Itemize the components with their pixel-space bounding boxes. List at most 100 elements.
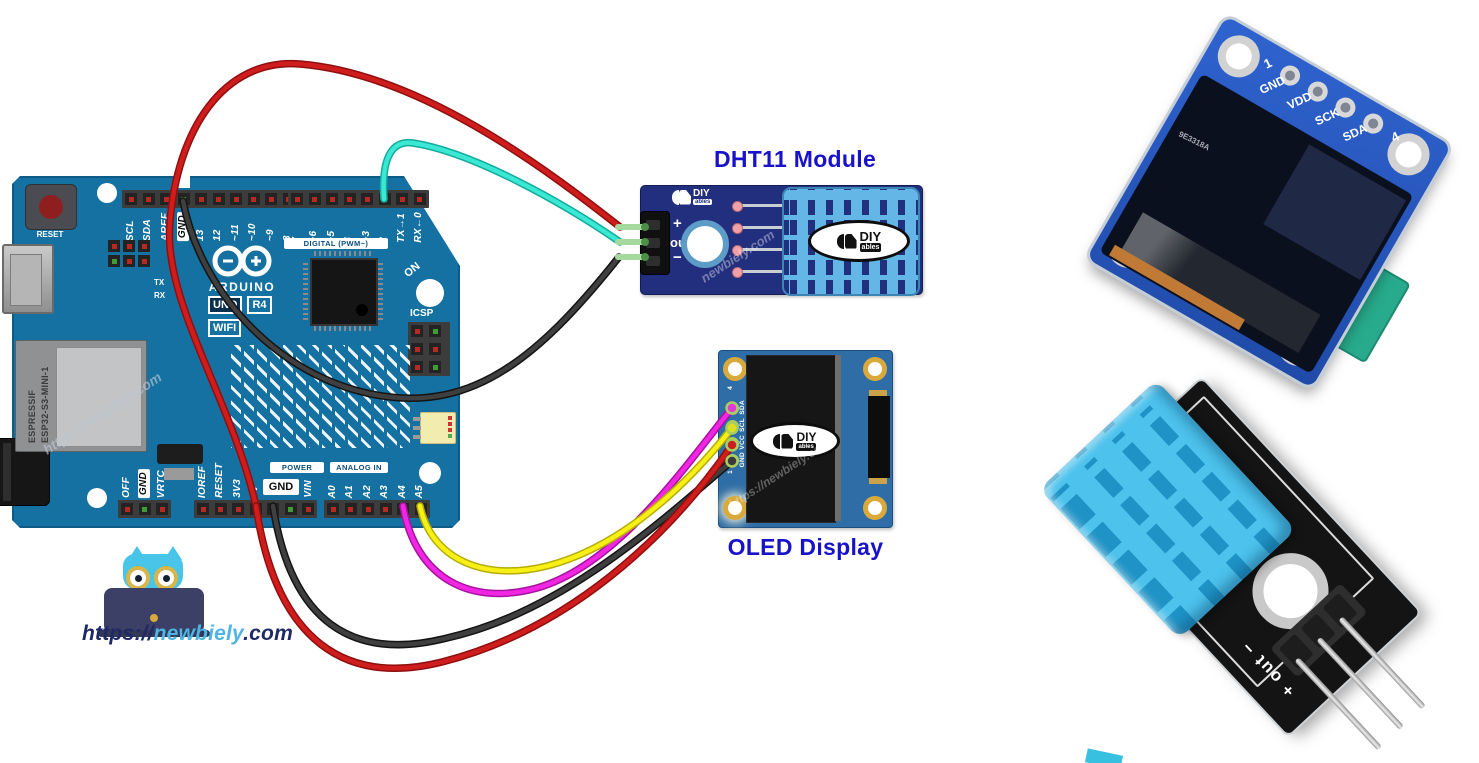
pin: [212, 193, 225, 205]
led: [108, 255, 120, 267]
tx-label: TX: [154, 278, 165, 287]
arduino-infinity-logo-icon: [212, 245, 272, 277]
pin: [291, 193, 303, 205]
pin: [214, 503, 227, 515]
oled-pad-vcc: [726, 437, 739, 450]
pin-a4: [397, 503, 409, 515]
analog-header: [324, 500, 430, 518]
pin-label: SDA: [142, 219, 154, 242]
pin-label: A3: [379, 484, 391, 498]
pin-label-gnd: GND: [177, 212, 190, 242]
power-labels: IOREF RESET 3V3 5V: [194, 452, 264, 498]
sensor-lead-tip: [732, 223, 743, 234]
digital-header-left: [122, 190, 298, 208]
pin-label: 5V: [249, 485, 261, 498]
wire-yellow-oled: [417, 425, 735, 574]
pin: [396, 193, 408, 205]
oled-pin-label: VCC: [739, 435, 746, 450]
reset-button[interactable]: [25, 184, 77, 230]
pin: [302, 503, 314, 515]
diyables-oval-logo: DIY ables: [808, 220, 910, 262]
led: [108, 240, 120, 252]
pin: [230, 193, 242, 205]
esp32-module: ESPRESSIF ESP32-S3-MINI-1: [15, 340, 147, 452]
oled-photo-pin-label: VDD: [1285, 89, 1315, 113]
pin: [362, 503, 374, 515]
pin: [429, 361, 441, 373]
oled-photo-pin-label: SDA: [1340, 121, 1370, 145]
dht11-module: DIY ables + out − DIY ables: [640, 185, 923, 296]
dht11-module-title: DHT11 Module: [713, 146, 877, 172]
led: [138, 255, 150, 267]
mounting-hole: [1210, 27, 1268, 86]
oled-pad-gnd: [726, 454, 739, 467]
icsp-header: [408, 322, 450, 376]
pin: [160, 193, 172, 205]
pin-label: 3V3: [231, 479, 243, 498]
pin-label: A5: [414, 484, 426, 498]
vin-label: VIN: [300, 452, 318, 498]
pin-label-gnd: GND: [138, 468, 151, 498]
pin-label: AREF: [159, 212, 171, 242]
mounting-hole: [416, 279, 444, 307]
antenna-hatch-area: [228, 345, 410, 448]
arduino-logo-text: ARDUINO: [208, 280, 276, 294]
diy-text: DIY: [693, 188, 710, 199]
pin-d2: [378, 193, 391, 205]
oled-display-title: OLED Display: [727, 534, 884, 560]
power-gnd-label: GND: [263, 479, 299, 495]
pin: [308, 193, 321, 205]
pin-label: TX→1: [395, 213, 407, 243]
analog-labels: A0 A1 A2 A3 A4 A5: [324, 452, 429, 498]
pin: [197, 503, 209, 515]
mounting-hole: [97, 183, 117, 203]
newbiely-url[interactable]: https://newbiely.com: [70, 622, 305, 646]
pin: [142, 193, 155, 205]
pin: [379, 503, 392, 515]
pin-label: 12: [212, 229, 224, 242]
pin-a5: [414, 503, 427, 515]
pin-num-label: 1: [727, 470, 734, 474]
pin-label: A2: [361, 484, 373, 498]
pin-num-label: 4: [727, 386, 734, 390]
pin-label: OFF: [120, 477, 132, 498]
wire-yellow-oled-outline: [416, 424, 736, 575]
pin: [411, 361, 423, 373]
pin-label: SCL: [124, 220, 136, 242]
pin-label: RX←0: [413, 212, 425, 243]
sensor-lead-tip: [732, 267, 743, 278]
url-name: newbiely: [153, 622, 244, 645]
sensor-lead: [737, 248, 783, 251]
pin: [429, 343, 441, 355]
oled-display-photo: 1 GND VDD SCK SDA 4 9E3318A: [1058, 2, 1478, 394]
rx-label: RX: [154, 291, 166, 300]
arduino-board: RESET SCL SDA AREF GND 13 12 ~11 ~10 ~9 …: [0, 176, 460, 528]
diyables-logo-icon: DIY ables: [672, 188, 713, 205]
header-pin: [1294, 657, 1383, 751]
pin: [247, 193, 260, 205]
oled-pin-label: SDA: [739, 400, 746, 415]
dht11-pin-plus-label: +: [673, 215, 682, 232]
pin-num-label: 1: [1261, 54, 1275, 72]
pin: [429, 325, 441, 337]
pin-hole: GND: [1257, 62, 1304, 97]
pin-label: ~9: [264, 229, 276, 242]
pin-label: A0: [326, 484, 338, 498]
dht11-sensor-photo: + out −: [1030, 378, 1475, 763]
mounting-hole: [863, 496, 887, 520]
pin-gnd: [177, 193, 190, 205]
ables-text: ables: [859, 243, 882, 252]
pin: [156, 503, 168, 515]
pin-label: ~11: [229, 224, 241, 242]
power-header: [194, 500, 317, 518]
pin-label: ~10: [247, 223, 259, 242]
diy-text: DIY: [796, 430, 817, 444]
url-prefix: https://: [82, 622, 154, 645]
model-wifi-box: WIFI: [208, 319, 242, 337]
pin-hole: SDA: [1341, 110, 1388, 144]
reset-label: RESET: [36, 230, 64, 239]
led-cluster: [108, 240, 150, 267]
ables-text: ables: [693, 199, 713, 205]
digital-pin-labels-left: SCL SDA AREF GND 13 12 ~11 ~10 ~9 8: [122, 212, 297, 242]
